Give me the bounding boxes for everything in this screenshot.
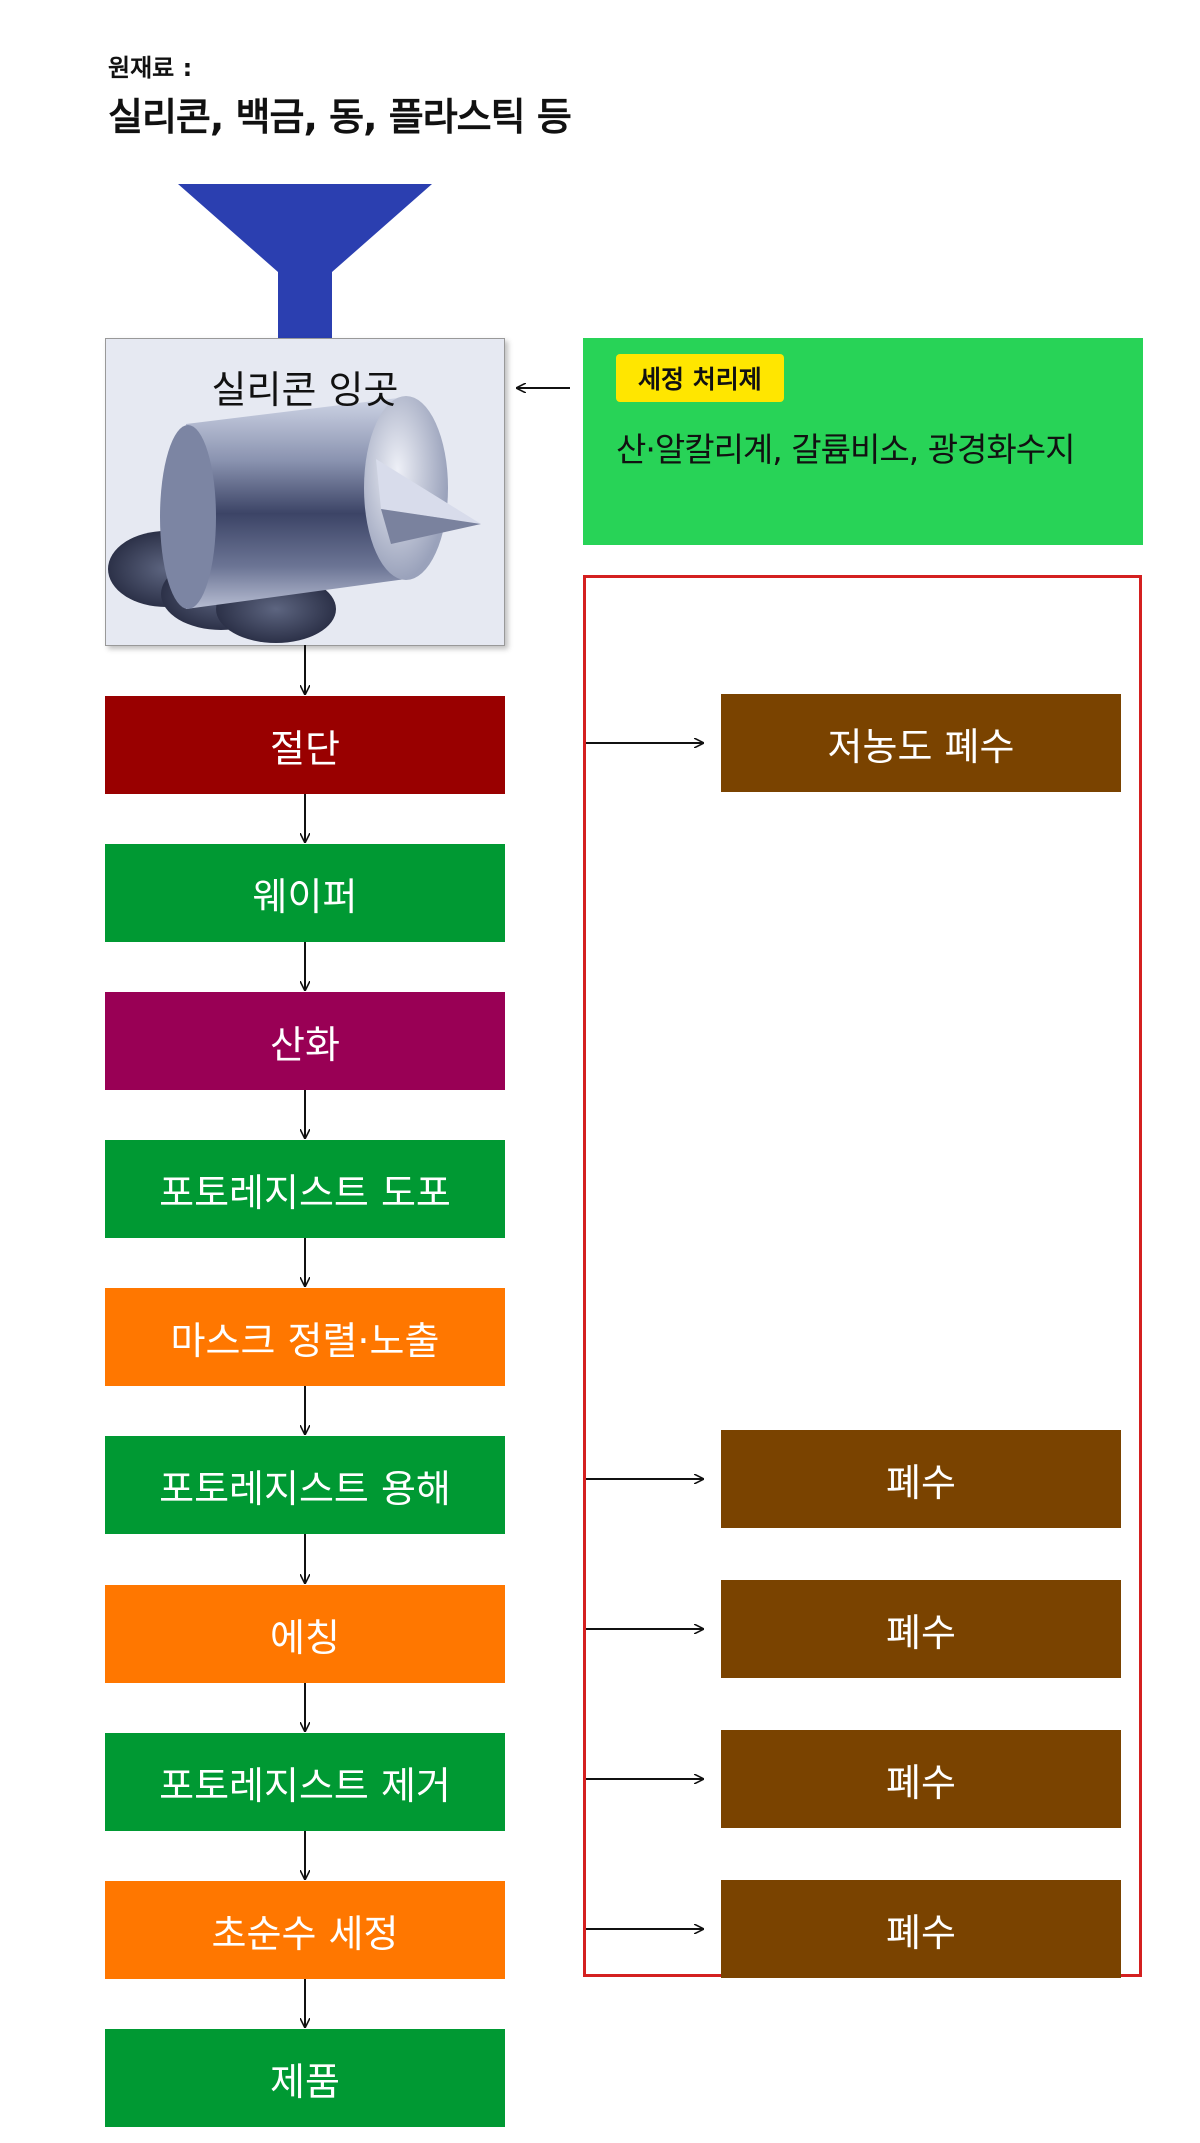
silicon-ingot-image: 실리콘 잉곳 (105, 338, 505, 646)
step-cutting: 절단 (105, 696, 505, 794)
step-product: 제품 (105, 2029, 505, 2127)
funnel-icon (178, 184, 432, 339)
step-ultrapure-water-cleaning: 초순수 세정 (105, 1881, 505, 1979)
waste-low-concentration: 저농도 폐수 (721, 694, 1121, 792)
step-mask-alignment-exposure: 마스크 정렬·노출 (105, 1288, 505, 1386)
waste-output: 폐수 (721, 1430, 1121, 1528)
raw-materials-list: 실리콘, 백금, 동, 플라스틱 등 (108, 95, 572, 139)
step-etching: 에칭 (105, 1585, 505, 1683)
waste-output: 폐수 (721, 1880, 1121, 1978)
step-photoresist-dissolution: 포토레지스트 용해 (105, 1436, 505, 1534)
cleaning-agent-list: 산·알칼리계, 갈륨비소, 광경화수지 (616, 430, 1075, 469)
step-oxidation: 산화 (105, 992, 505, 1090)
raw-materials-label: 원재료 : (108, 54, 193, 82)
cleaning-agent-box: 세정 처리제 산·알칼리계, 갈륨비소, 광경화수지 (583, 338, 1143, 545)
cleaning-agent-badge: 세정 처리제 (616, 354, 784, 402)
waste-output: 폐수 (721, 1580, 1121, 1678)
waste-output: 폐수 (721, 1730, 1121, 1828)
step-photoresist-removal: 포토레지스트 제거 (105, 1733, 505, 1831)
step-photoresist-coating: 포토레지스트 도포 (105, 1140, 505, 1238)
step-wafer: 웨이퍼 (105, 844, 505, 942)
ingot-label: 실리콘 잉곳 (211, 368, 399, 412)
